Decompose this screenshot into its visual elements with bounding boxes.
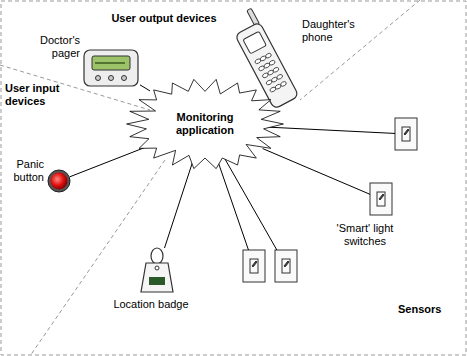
switch-node <box>395 118 417 150</box>
light-switch-icon <box>243 118 417 282</box>
panic-button-icon <box>48 170 70 192</box>
connector-line <box>216 157 248 250</box>
pager-node: Doctor's pager <box>84 48 140 88</box>
node-title: Monitoring application <box>166 111 244 137</box>
region-label: User input devices <box>5 82 65 108</box>
switch-node <box>243 250 265 282</box>
group-label: 'Smart' light switches <box>325 222 405 248</box>
panic-button-node: Panic button <box>48 170 70 192</box>
connector-line <box>140 85 150 91</box>
connector-line <box>224 157 277 250</box>
badge-icon <box>141 248 173 292</box>
connector-line <box>263 127 395 134</box>
pager-icon <box>84 50 138 86</box>
starburst-node: Monitoring application <box>125 78 285 170</box>
connector-line <box>165 157 195 248</box>
switch-node <box>370 183 392 215</box>
device-label: Daughter's phone <box>302 18 364 44</box>
connector-line <box>70 146 147 176</box>
device-label: Location badge <box>106 298 196 311</box>
switch-node <box>275 250 297 282</box>
region-label: User output devices <box>104 12 224 25</box>
badge-node: Location badge <box>140 248 174 294</box>
connector-line <box>263 149 370 195</box>
device-label: Panic button <box>4 158 44 184</box>
region-label: Sensors <box>398 303 458 316</box>
device-label: Doctor's pager <box>26 34 80 60</box>
region-divider <box>0 0 420 356</box>
phone-node: Daughter's phone <box>238 10 293 110</box>
